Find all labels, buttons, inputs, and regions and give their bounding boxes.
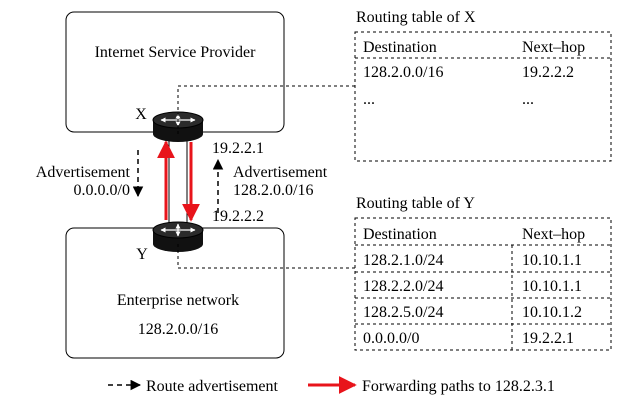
table-y-row-0-nexthop: 10.10.1.1 [522, 252, 582, 269]
table-y-header-nexthop: Next–hop [522, 226, 585, 243]
advertisement-left-prefix: 0.0.0.0/0 [74, 182, 130, 199]
legend: Route advertisement Forwarding paths to … [108, 376, 555, 395]
router-y [152, 221, 204, 252]
legend-forwarding-label: Forwarding paths to 128.2.3.1 [362, 378, 555, 395]
router-y-label: Y [136, 246, 148, 263]
advertisement-right-title: Advertisement [233, 164, 328, 181]
table-x-header-destination: Destination [363, 39, 437, 56]
enterprise-title: Enterprise network [117, 292, 239, 309]
router-x-table-connector [177, 85, 355, 134]
table-y-row-2-destination: 128.2.5.0/24 [363, 304, 443, 321]
advertisement-right-prefix: 128.2.0.0/16 [233, 182, 313, 199]
router-x-label: X [135, 106, 147, 123]
table-y-row-3-nexthop: 19.2.2.1 [522, 330, 574, 347]
table-x-box [354, 31, 612, 162]
advertisement-left-title: Advertisement [36, 164, 131, 181]
isp-title: Internet Service Provider [95, 44, 257, 61]
table-x-row-1-destination: ... [363, 91, 375, 108]
enterprise-prefix: 128.2.0.0/16 [138, 321, 218, 338]
table-y-row-0-destination: 128.2.1.0/24 [363, 252, 443, 269]
legend-advertisement-label: Route advertisement [146, 378, 279, 395]
table-y-row-1-destination: 128.2.2.0/24 [363, 278, 443, 295]
router-y-ip: 19.2.2.2 [212, 208, 264, 225]
table-y-row-2-nexthop: 10.10.1.2 [522, 304, 582, 321]
table-y-title: Routing table of Y [356, 195, 475, 212]
table-x-title: Routing table of X [356, 9, 476, 26]
table-x-header-nexthop: Next–hop [522, 39, 585, 56]
table-x-row-0-destination: 128.2.0.0/16 [363, 64, 443, 81]
table-y-row-3-destination: 0.0.0.0/0 [363, 330, 419, 347]
table-y-row-1-nexthop: 10.10.1.1 [522, 278, 582, 295]
router-y-table-connector [177, 244, 355, 269]
router-x-ip: 19.2.2.1 [212, 140, 264, 157]
table-x-row-1-nexthop: ... [522, 91, 534, 108]
table-y-box [354, 217, 612, 351]
table-y-header-destination: Destination [363, 226, 437, 243]
table-x-row-0-nexthop: 19.2.2.2 [522, 64, 574, 81]
